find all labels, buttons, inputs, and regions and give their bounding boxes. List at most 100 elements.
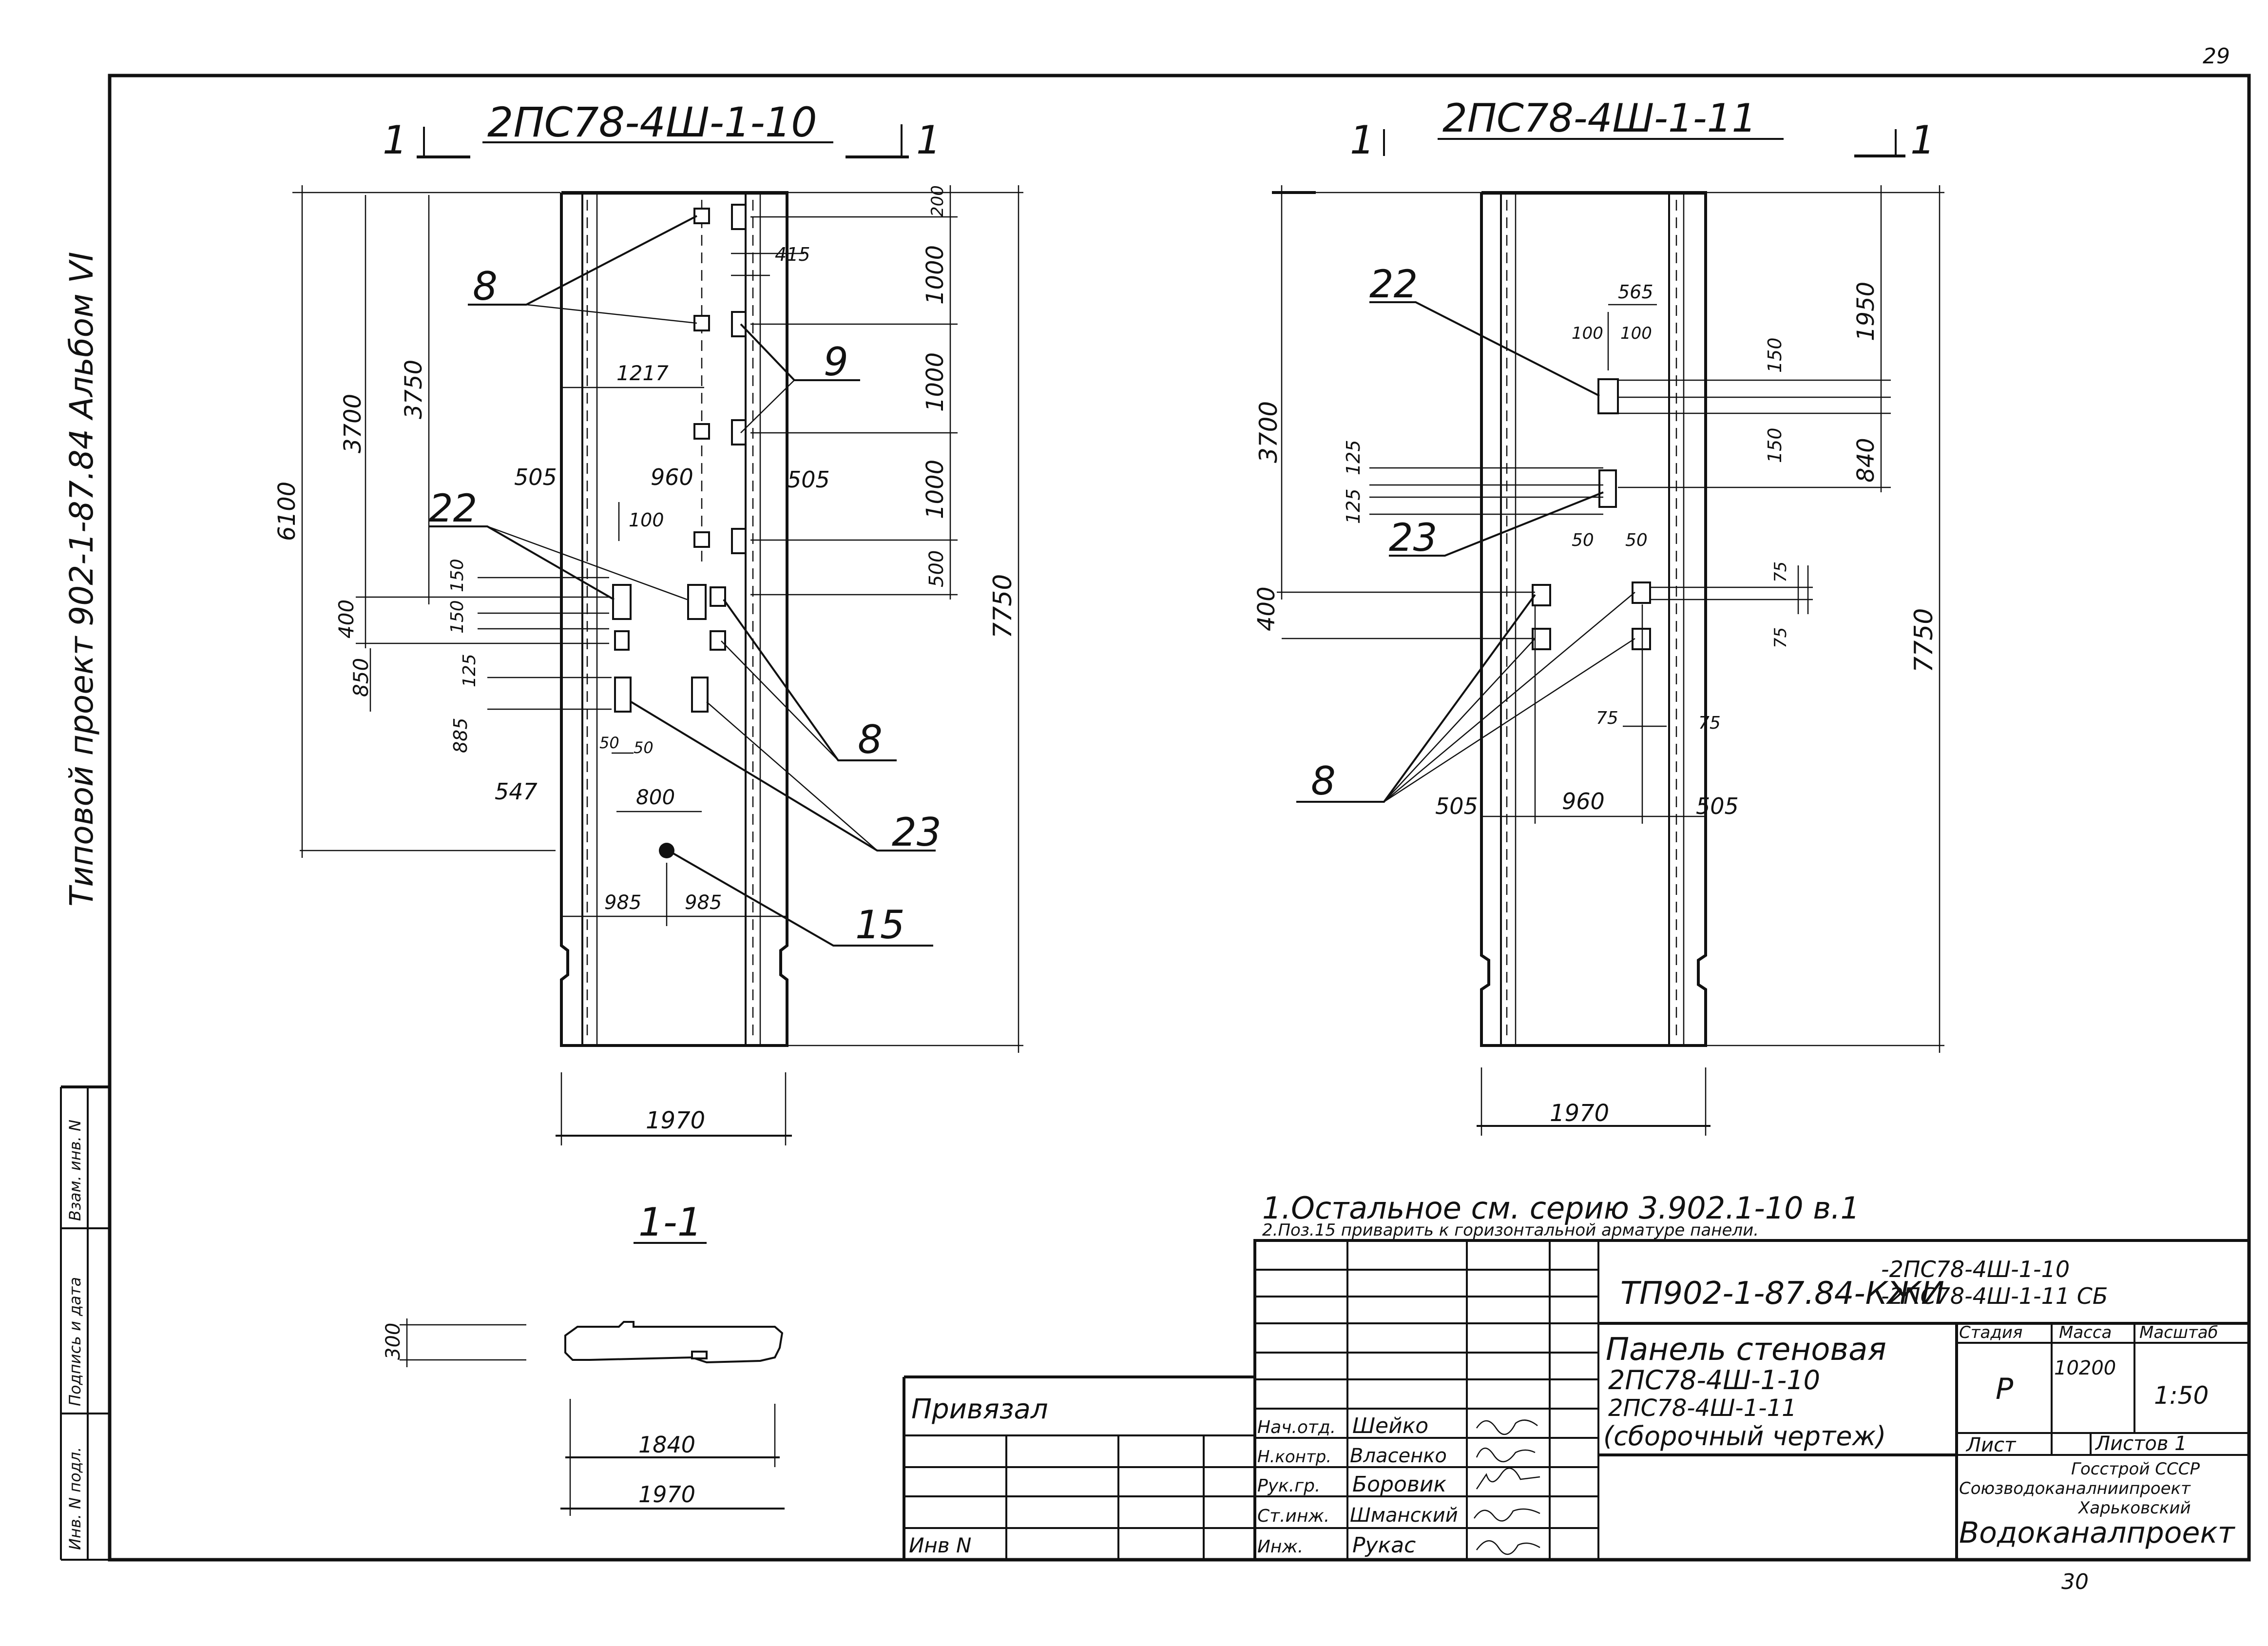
staff-role-5: Инж.	[1257, 1537, 1303, 1557]
right-dim-150b: 150	[1764, 427, 1786, 463]
right-dim-75a: 75	[1771, 562, 1790, 582]
product-name-4: (сборочный чертеж)	[1603, 1421, 1886, 1452]
right-dim-7750: 7750	[1909, 608, 1939, 673]
stage-label: Стадия	[1959, 1323, 2022, 1342]
left-dim-505b: 505	[787, 466, 830, 493]
right-dim-400: 400	[1253, 586, 1280, 631]
right-callout-22: 22	[1369, 263, 1418, 307]
right-dim-75d: 75	[1698, 713, 1721, 733]
left-dim-850: 850	[349, 658, 373, 697]
sheet-label: Лист	[1965, 1434, 2017, 1456]
binding-label: Привязал	[911, 1394, 1048, 1425]
left-dim-1970: 1970	[646, 1107, 705, 1134]
scale-value: 1:50	[2154, 1381, 2209, 1410]
right-cut-mark-a: 1	[1350, 117, 1375, 163]
staff-role-4: Ст.инж.	[1257, 1506, 1329, 1526]
left-dim-3750: 3750	[400, 360, 427, 419]
page-number: 29	[2203, 44, 2230, 69]
left-callout-22: 22	[429, 487, 477, 531]
section-title: 1-1	[638, 1200, 702, 1245]
left-dim-960: 960	[651, 464, 693, 490]
side-title: Типовой проект 902-1-87.84 Альбом VI	[63, 252, 100, 907]
mass-label: Масса	[2059, 1323, 2112, 1342]
left-dim-800: 800	[636, 785, 675, 809]
strip-inv-no: Инв. N подл.	[66, 1447, 84, 1550]
left-cut-mark-b: 1	[916, 117, 941, 163]
right-callout-23: 23	[1389, 516, 1437, 560]
left-dim-6100: 6100	[273, 482, 301, 541]
scale-label: Масштаб	[2139, 1323, 2218, 1342]
signature-5	[1476, 1540, 1540, 1555]
right-dim-75c: 75	[1596, 708, 1618, 728]
left-dim-125: 125	[460, 654, 480, 687]
signature-2	[1476, 1448, 1536, 1463]
org-line-3: Харьковский	[2077, 1498, 2191, 1518]
page-number-bottom: 30	[2061, 1569, 2089, 1594]
doc-code-variant-2: -2ПС78-4Ш-1-11 СБ	[1881, 1283, 2108, 1309]
section-profile	[564, 1321, 784, 1364]
left-callout-23: 23	[892, 810, 942, 855]
right-dim-505a: 505	[1435, 793, 1478, 819]
left-callout-15: 15	[855, 902, 905, 948]
left-dim-3700: 3700	[339, 394, 366, 453]
staff-role-3: Рук.гр.	[1257, 1476, 1320, 1496]
doc-code: ТП902-1-87.84-КЖИ	[1620, 1276, 1944, 1312]
left-dim-985a: 985	[604, 891, 641, 914]
right-dim-150a: 150	[1764, 337, 1786, 373]
left-dim-505a: 505	[514, 464, 557, 490]
left-dim-150b: 150	[447, 600, 467, 634]
staff-name-3: Боровик	[1352, 1472, 1446, 1497]
right-dim-125b: 125	[1343, 488, 1364, 524]
left-dim-50b: 50	[634, 738, 653, 757]
staff-name-1: Шейко	[1352, 1414, 1428, 1438]
right-dim-100a: 100	[1572, 324, 1603, 343]
note-2: 2.Поз.15 приварить к горизонтальной арма…	[1262, 1220, 1759, 1240]
product-name-1: Панель стеновая	[1606, 1332, 1886, 1368]
section-1-1: 1-1 300 1840 1970	[382, 1200, 785, 1516]
right-dim-100b: 100	[1620, 324, 1652, 343]
signature-1	[1476, 1419, 1538, 1435]
left-dim-7750: 7750	[988, 574, 1018, 639]
staff-role-2: Н.контр.	[1257, 1447, 1331, 1467]
left-dim-200: 200	[928, 185, 947, 217]
left-dim-885: 885	[450, 717, 471, 753]
sheets-label: Листов 1	[2095, 1433, 2187, 1455]
section-dim-300: 300	[382, 1323, 404, 1360]
left-view-title: 2ПС78-4Ш-1-10	[487, 98, 817, 146]
mass-value: 10200	[2054, 1357, 2116, 1379]
note-1: 1.Остальное см. серию 3.902.1-10 в.1	[1262, 1190, 1860, 1226]
signature-3	[1476, 1467, 1540, 1490]
left-panel-view: 1 1 2ПС78-4Ш-1-10 6100 3700 3750 400 850…	[273, 98, 1023, 1145]
left-dim-1000c: 1000	[922, 460, 949, 519]
staff-name-5: Рукас	[1352, 1533, 1416, 1558]
org-line-4: Водоканалпроект	[1959, 1516, 2236, 1550]
product-name-2: 2ПС78-4Ш-1-10	[1608, 1365, 1820, 1395]
left-callout-9: 9	[824, 339, 848, 385]
right-dim-125a: 125	[1343, 440, 1364, 475]
right-dim-75b: 75	[1771, 627, 1790, 648]
sheet-frame	[60, 74, 2251, 1562]
org-line-1: Госстрой СССР	[2071, 1459, 2200, 1479]
right-dim-50b: 50	[1625, 530, 1648, 550]
stage-value: Р	[1996, 1372, 2014, 1406]
right-dim-1970: 1970	[1550, 1100, 1609, 1127]
doc-code-variant-1: -2ПС78-4Ш-1-10	[1881, 1256, 2070, 1282]
left-dim-1000a: 1000	[922, 245, 949, 305]
org-line-2: Союзводоканалниипроект	[1959, 1479, 2191, 1498]
product-name-3: 2ПС78-4Ш-1-11	[1608, 1394, 1797, 1422]
right-dim-1950: 1950	[1852, 282, 1880, 341]
right-dim-960: 960	[1562, 788, 1605, 814]
left-dim-985b: 985	[685, 891, 722, 914]
title-block: Привязал Инв N Нач.отд. Шейко Н.контр. В…	[903, 1239, 2250, 1561]
left-cut-mark-a: 1	[383, 117, 407, 163]
left-dim-150a: 150	[447, 559, 467, 592]
section-dim-1970: 1970	[638, 1481, 695, 1508]
inv-label: Инв N	[909, 1533, 971, 1557]
strip-signature-date: Подпись и дата	[66, 1277, 84, 1406]
staff-name-2: Власенко	[1350, 1445, 1447, 1467]
right-dim-840: 840	[1852, 438, 1880, 483]
right-dim-565: 565	[1618, 281, 1653, 303]
right-cut-mark-b: 1	[1910, 117, 1935, 163]
left-dim-1000b: 1000	[922, 352, 949, 412]
